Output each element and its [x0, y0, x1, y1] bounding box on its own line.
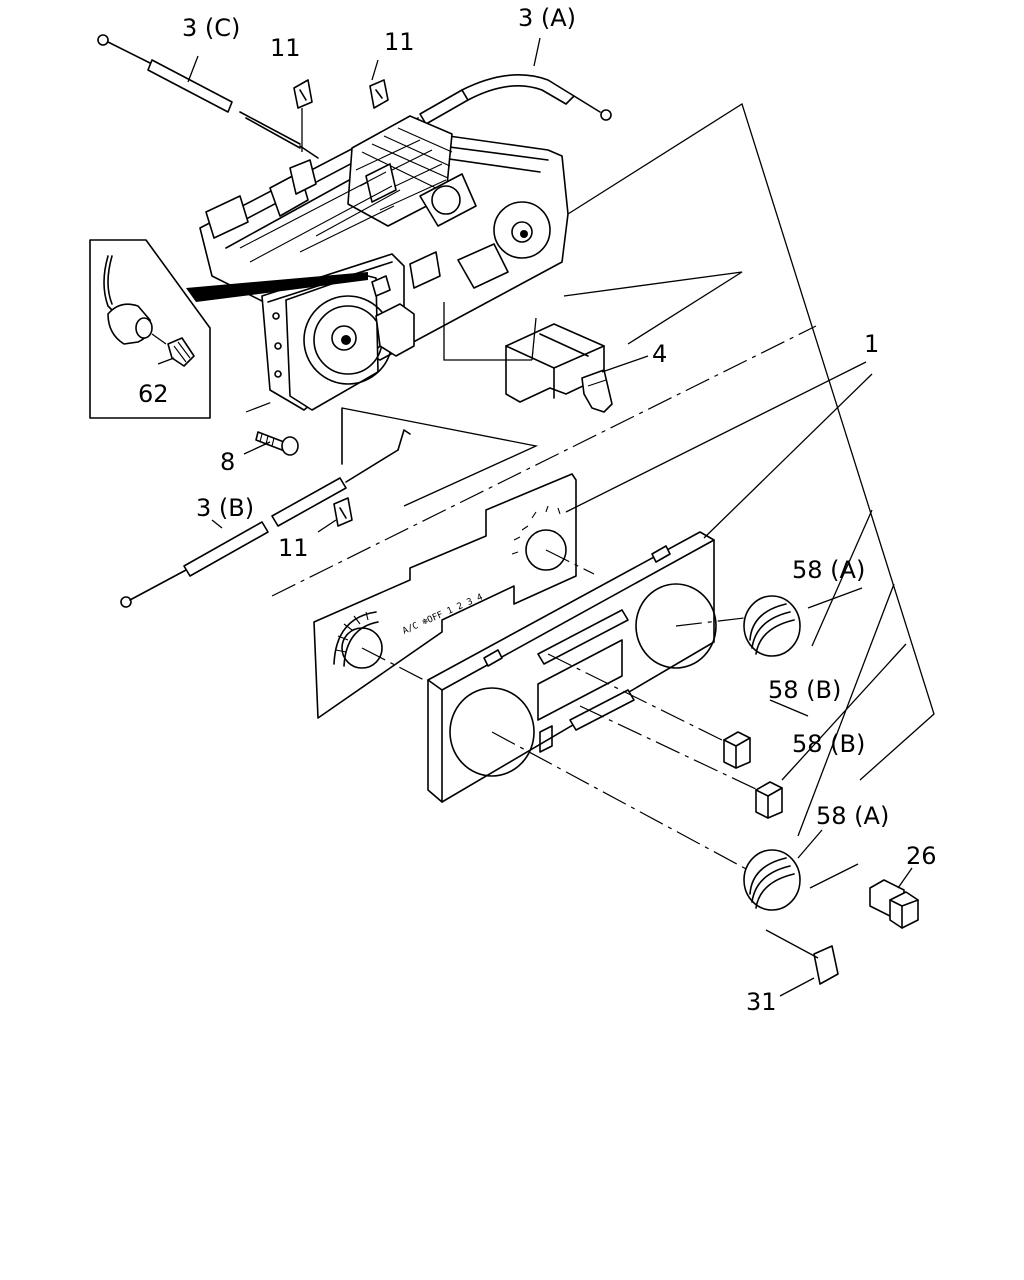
clip-11-right: [369, 79, 389, 109]
blower-switch-4: [505, 323, 613, 413]
callout-31: 31: [746, 988, 777, 1016]
callout-labels: 3 (C) 3 (A) 11 11 1 4 62 8 3 (B) 11 58 (…: [138, 4, 937, 1016]
callout-8: 8: [220, 448, 235, 476]
screw-8: [255, 431, 299, 456]
cable-3c: [97, 34, 319, 159]
callout-58b-bottom: 58 (B): [792, 730, 865, 758]
alignment-lines: [245, 325, 817, 871]
cable-3a: [371, 74, 612, 155]
leader-lines: [157, 37, 935, 997]
bulb-inset: [89, 239, 211, 419]
bezel-1: [427, 531, 717, 803]
switch-26: [869, 879, 919, 929]
control-assembly: [186, 115, 569, 411]
callout-1: 1: [864, 330, 879, 358]
cable-3b: [120, 407, 411, 608]
callout-58b-top: 58 (B): [768, 676, 841, 704]
callout-11-bottom: 11: [278, 534, 309, 562]
knob-58a-top: [743, 595, 801, 657]
callout-11-right: 11: [384, 28, 415, 56]
callout-58a-top: 58 (A): [792, 556, 865, 584]
cap-31: [813, 945, 839, 985]
button-58b-top: [723, 731, 751, 769]
button-58b-bottom: [755, 781, 783, 819]
callout-11-left: 11: [270, 34, 301, 62]
callout-4: 4: [652, 340, 667, 368]
callout-58a-bottom: 58 (A): [816, 802, 889, 830]
callout-26: 26: [906, 842, 937, 870]
callout-3c: 3 (C): [182, 14, 240, 42]
callout-3a: 3 (A): [518, 4, 576, 32]
callout-62: 62: [138, 380, 169, 408]
clip-11-bottom: [333, 497, 353, 527]
clip-11-left: [293, 79, 313, 109]
callout-3b: 3 (B): [196, 494, 254, 522]
knob-58a-bottom: [743, 849, 801, 911]
